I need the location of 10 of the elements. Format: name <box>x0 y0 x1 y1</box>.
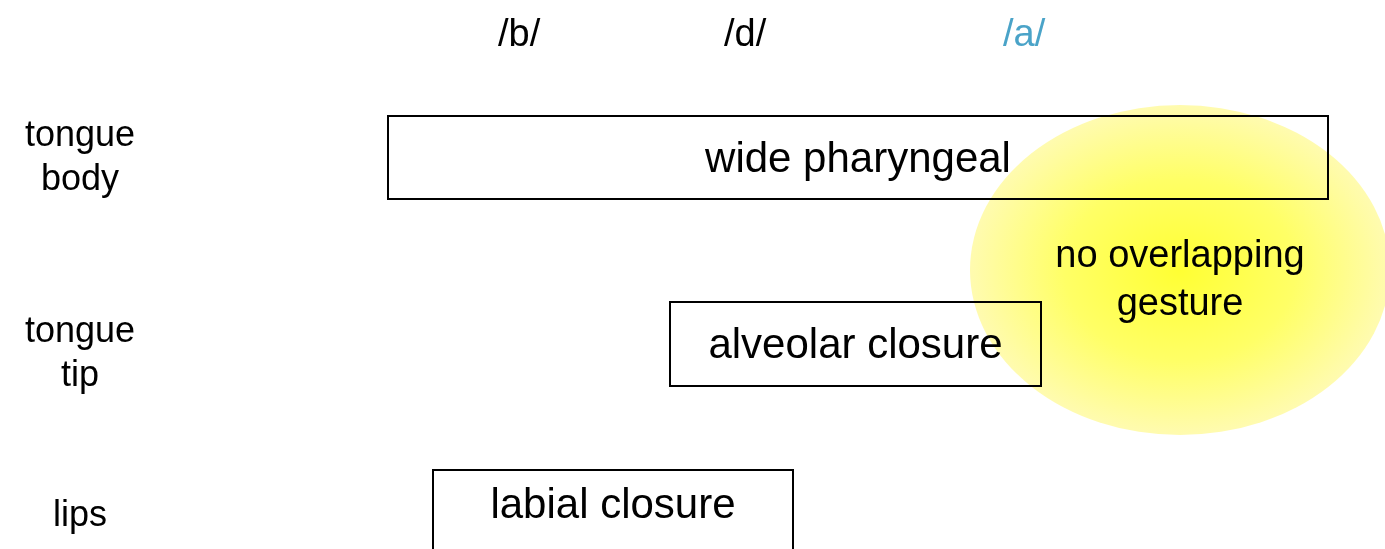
articulator-label: tongue tip <box>23 308 137 396</box>
phoneme-label: /b/ <box>498 12 541 55</box>
note-text: no overlapping gesture <box>1054 232 1306 325</box>
gesture-box: labial closure <box>432 469 794 549</box>
phoneme-label: /d/ <box>724 12 767 55</box>
phoneme-label: /a/ <box>1003 12 1046 55</box>
articulator-label: tongue body <box>23 112 137 200</box>
gesture-box: alveolar closure <box>669 301 1042 387</box>
articulator-label: lips <box>52 492 108 536</box>
gesture-box: wide pharyngeal <box>387 115 1329 200</box>
